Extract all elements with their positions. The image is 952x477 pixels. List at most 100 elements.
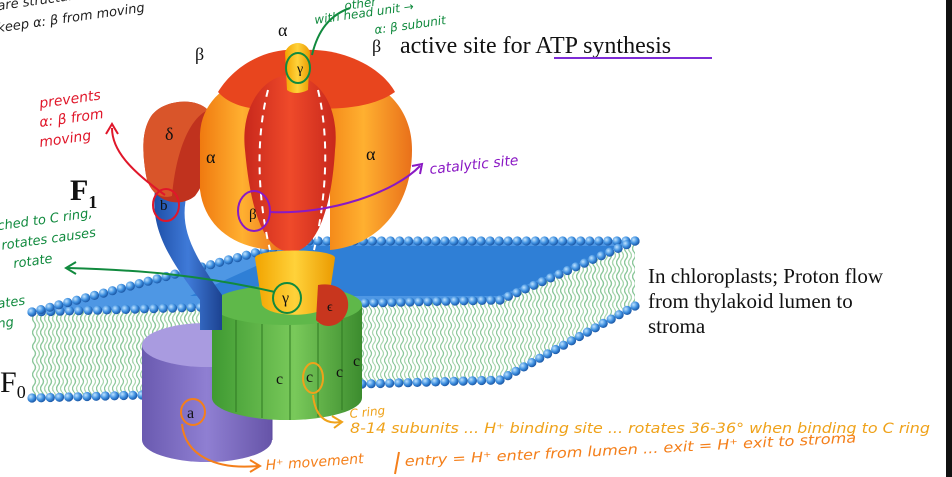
lipid-head bbox=[582, 327, 593, 337]
lipid-head bbox=[421, 377, 431, 387]
lipid-head bbox=[130, 304, 140, 314]
label-c3: c bbox=[336, 364, 343, 381]
lipid-head bbox=[458, 376, 468, 386]
lipid-head bbox=[554, 269, 564, 279]
lipid-head bbox=[98, 288, 109, 298]
lipid-head bbox=[413, 236, 423, 246]
lipid-head bbox=[530, 236, 541, 246]
lipid-head bbox=[590, 323, 600, 333]
lipid-head bbox=[440, 377, 450, 387]
lipid-head bbox=[558, 236, 568, 246]
lipid-head bbox=[139, 304, 149, 314]
arrow-catalytic bbox=[269, 165, 421, 214]
label-alpha-right: α bbox=[366, 144, 376, 164]
lipid-head bbox=[494, 236, 504, 246]
lipid-head bbox=[567, 236, 577, 246]
lipid-head bbox=[477, 375, 487, 386]
arrow-prevents bbox=[111, 127, 166, 196]
lipid-head bbox=[91, 391, 101, 401]
lipid-head bbox=[486, 375, 496, 385]
lipid-head bbox=[121, 304, 131, 314]
label-c2: c bbox=[306, 369, 313, 386]
f1-head bbox=[199, 43, 412, 327]
lipid-head bbox=[630, 236, 640, 246]
lipid-head bbox=[539, 236, 550, 246]
lipid-head bbox=[477, 295, 487, 305]
lipid-head bbox=[54, 392, 65, 402]
circle-gamma-mid bbox=[272, 282, 302, 314]
lipid-head bbox=[134, 279, 144, 289]
lipid-head bbox=[605, 247, 615, 257]
lipid-head bbox=[375, 378, 385, 389]
lipid-head bbox=[403, 378, 413, 388]
lipid-head bbox=[119, 390, 129, 401]
circle-b bbox=[152, 188, 180, 222]
lipid-head bbox=[441, 296, 451, 306]
arrow-gamma-top bbox=[311, 7, 351, 56]
lipid-head bbox=[414, 297, 424, 307]
lipid-head bbox=[596, 251, 606, 261]
annotation-top-left: are structural s keep α: β from moving bbox=[0, 0, 146, 36]
lipid-head bbox=[63, 297, 73, 308]
lipid-head bbox=[449, 236, 459, 246]
subunit-labels: α β β δ α α b β γ γ ϵ a c c c c bbox=[160, 20, 381, 422]
window-edge-bar bbox=[946, 0, 952, 477]
lipid-head bbox=[74, 306, 84, 316]
lipid-head bbox=[149, 304, 159, 314]
lipid-head bbox=[603, 236, 613, 246]
lipid-head bbox=[158, 303, 168, 313]
lipid-head bbox=[503, 291, 513, 301]
lipid-head bbox=[614, 310, 624, 320]
label-beta-left: β bbox=[195, 44, 204, 64]
lipid-head bbox=[412, 377, 422, 387]
lipid-head bbox=[206, 260, 216, 270]
lipid-head bbox=[612, 236, 622, 246]
lipid-head bbox=[562, 265, 573, 276]
svg-text:In chloroplasts; Proton flow: In chloroplasts; Proton flow bbox=[648, 264, 884, 288]
lipid-head bbox=[64, 306, 75, 316]
lipid-head bbox=[186, 302, 196, 313]
lipid-head bbox=[467, 236, 477, 246]
peripheral-stalk bbox=[143, 101, 222, 330]
lipid-head bbox=[322, 236, 332, 246]
lipid-head bbox=[450, 296, 460, 306]
lipid-head bbox=[116, 283, 126, 293]
lipid-head bbox=[107, 286, 117, 296]
lipid-head bbox=[93, 305, 103, 315]
svg-text:moving: moving bbox=[38, 128, 92, 151]
annotation-c-ring-title: C ring bbox=[349, 403, 386, 421]
label-c4: c bbox=[353, 353, 360, 370]
lipid-head bbox=[588, 254, 598, 264]
lipid-head bbox=[404, 236, 414, 246]
annotation-prevents: prevents α: β from moving bbox=[37, 88, 104, 151]
lipid-head bbox=[495, 295, 505, 305]
lipid-head bbox=[495, 375, 505, 385]
label-b: b bbox=[160, 198, 168, 214]
annotation-h-movement: H⁺ movement bbox=[265, 451, 364, 474]
annotation-c-ring: 8-14 subunits ... H⁺ binding site ... ro… bbox=[350, 421, 930, 437]
label-c1: c bbox=[276, 371, 283, 388]
f1-label: F1 bbox=[70, 174, 97, 212]
lipid-head bbox=[432, 296, 442, 306]
lipid-head bbox=[376, 236, 387, 246]
lipid-head bbox=[431, 236, 441, 246]
lipid-head bbox=[385, 236, 396, 246]
lipid-head bbox=[360, 298, 370, 308]
circle-a bbox=[180, 398, 206, 426]
lipid-head bbox=[485, 236, 495, 246]
lipid-head bbox=[503, 236, 513, 246]
lipid-head bbox=[449, 376, 459, 386]
lipid-head bbox=[369, 298, 379, 308]
lipid-head bbox=[313, 236, 323, 246]
lipid-head bbox=[54, 300, 64, 310]
label-alpha-top: α bbox=[278, 20, 288, 40]
lipid-head bbox=[537, 277, 547, 287]
lipid-head bbox=[152, 274, 162, 284]
lipid-head bbox=[109, 391, 120, 401]
lipid-head bbox=[385, 378, 395, 388]
lipid-head bbox=[395, 236, 405, 246]
lipid-head bbox=[111, 305, 121, 315]
lipid-head bbox=[503, 371, 513, 381]
label-a: a bbox=[187, 405, 194, 422]
lipid-head bbox=[387, 297, 397, 307]
